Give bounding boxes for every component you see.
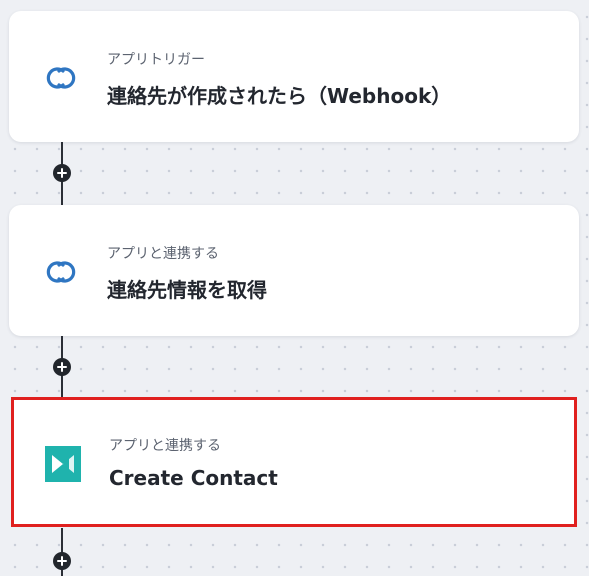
plus-icon [57, 362, 67, 372]
flow-step-create-contact-card[interactable]: アプリと連携する Create Contact [11, 397, 577, 527]
plus-icon [57, 168, 67, 178]
flow-step-get-contact-card[interactable]: アプリと連携する 連絡先情報を取得 [9, 205, 579, 336]
step-type-label: アプリと連携する [109, 438, 221, 454]
add-step-button[interactable] [53, 358, 71, 376]
step-title: 連絡先情報を取得 [107, 278, 267, 302]
teal-app-icon [44, 445, 82, 483]
flow-step-trigger-card[interactable]: アプリトリガー 連絡先が作成されたら（Webhook） [9, 11, 579, 142]
add-step-button[interactable] [53, 552, 71, 570]
step-type-label: アプリと連携する [107, 246, 219, 262]
chain-link-icon [42, 253, 80, 291]
step-title: Create Contact [109, 466, 278, 490]
chain-link-icon [42, 59, 80, 97]
plus-icon [57, 556, 67, 566]
add-step-button[interactable] [53, 164, 71, 182]
step-type-label: アプリトリガー [107, 52, 205, 68]
step-title: 連絡先が作成されたら（Webhook） [107, 84, 452, 108]
